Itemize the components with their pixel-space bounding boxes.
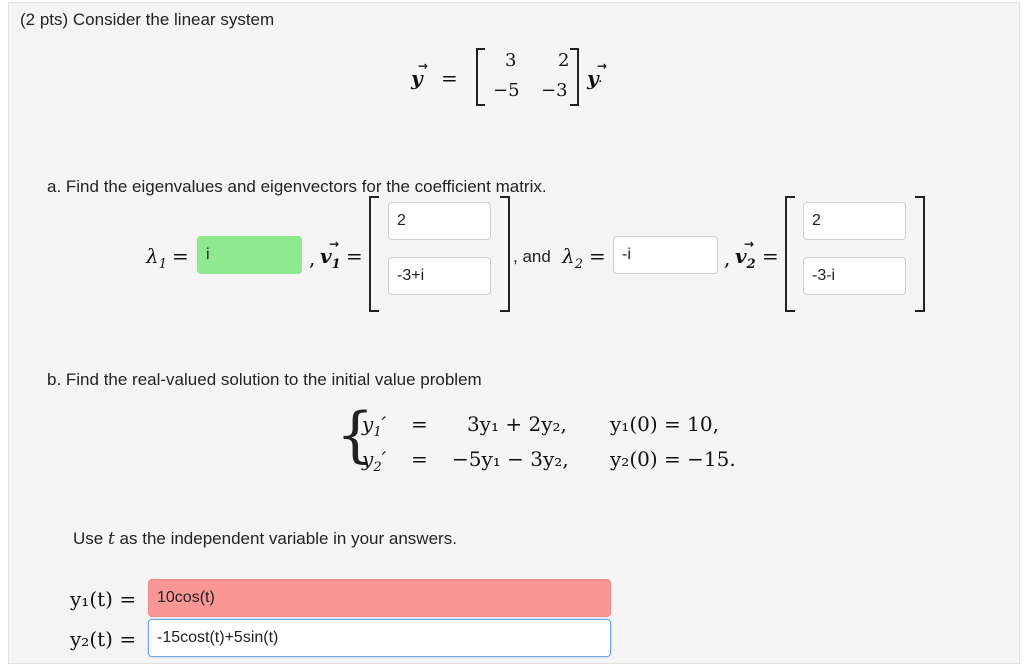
ivp-row1-rhs: 3y₁ + 2y₂,: [467, 412, 567, 436]
ivp-row1-lhs: y1′: [362, 412, 387, 440]
v1-right-bracket: [500, 196, 510, 312]
v2-left-bracket: [785, 196, 795, 312]
part-a-label: a. Find the eigenvalues and eigenvectors…: [47, 177, 547, 196]
ivp-row2-lhs: y2′: [362, 447, 387, 475]
lambda2-input[interactable]: -i: [613, 236, 718, 274]
question-header: (2 pts) Consider the linear system: [20, 10, 275, 29]
ivp-row1-equals: =: [411, 412, 428, 436]
matrix-right-bracket: [570, 48, 579, 106]
ivp-row1-ic: y₁(0) = 10,: [610, 412, 719, 436]
vector-arrow-icon: →: [329, 237, 340, 251]
v1-comma: ,: [309, 246, 316, 270]
vector-arrow-icon: →: [597, 59, 608, 73]
y-vector-rhs: y: [587, 66, 599, 90]
v2-symbol: v2: [735, 244, 756, 272]
vector-arrow-icon: →: [744, 237, 755, 251]
vector-arrow-icon: →: [418, 59, 429, 73]
y2-input[interactable]: -15cost(t)+5sin(t): [148, 619, 611, 657]
left-brace: {: [336, 400, 375, 470]
lambda1-equals: =: [172, 244, 189, 268]
v1-top-input[interactable]: 2: [388, 202, 491, 240]
v1-symbol: v1: [320, 244, 341, 272]
matrix-left-bracket: [476, 48, 485, 106]
question-panel: [8, 2, 1020, 664]
instruction-text: Use t as the independent variable in you…: [73, 529, 457, 549]
v2-comma: ,: [724, 246, 731, 270]
period: .: [598, 70, 603, 86]
matrix-a22: −3: [541, 80, 568, 101]
y1-label: y₁(t) =: [70, 587, 137, 611]
matrix-a21: −5: [493, 80, 520, 101]
v2-right-bracket: [915, 196, 925, 312]
part-b-label: b. Find the real-valued solution to the …: [47, 370, 482, 389]
lambda1-symbol: λ1: [146, 244, 167, 272]
ivp-row2-ic: y₂(0) = −15.: [610, 447, 736, 471]
lambda1-input[interactable]: i: [197, 236, 302, 274]
y2-label: y₂(t) =: [70, 627, 137, 651]
v2-equals: =: [762, 244, 779, 268]
v2-top-input[interactable]: 2: [803, 202, 906, 240]
equals-sign: =: [441, 66, 458, 90]
y-vector-lhs: y: [411, 66, 423, 90]
y1-input[interactable]: 10cos(t): [148, 579, 611, 617]
lambda2-symbol: λ2: [562, 244, 583, 272]
matrix-a12: 2: [558, 50, 570, 71]
v2-bottom-input[interactable]: -3-i: [803, 257, 906, 295]
lambda2-equals: =: [589, 244, 606, 268]
ivp-row2-rhs: −5y₁ − 3y₂,: [452, 447, 569, 471]
v1-equals: =: [346, 244, 363, 268]
v1-left-bracket: [369, 196, 379, 312]
v1-bottom-input[interactable]: -3+i: [388, 257, 491, 295]
and-text: , and: [513, 247, 551, 266]
matrix-a11: 3: [505, 50, 517, 71]
ivp-row2-equals: =: [411, 447, 428, 471]
